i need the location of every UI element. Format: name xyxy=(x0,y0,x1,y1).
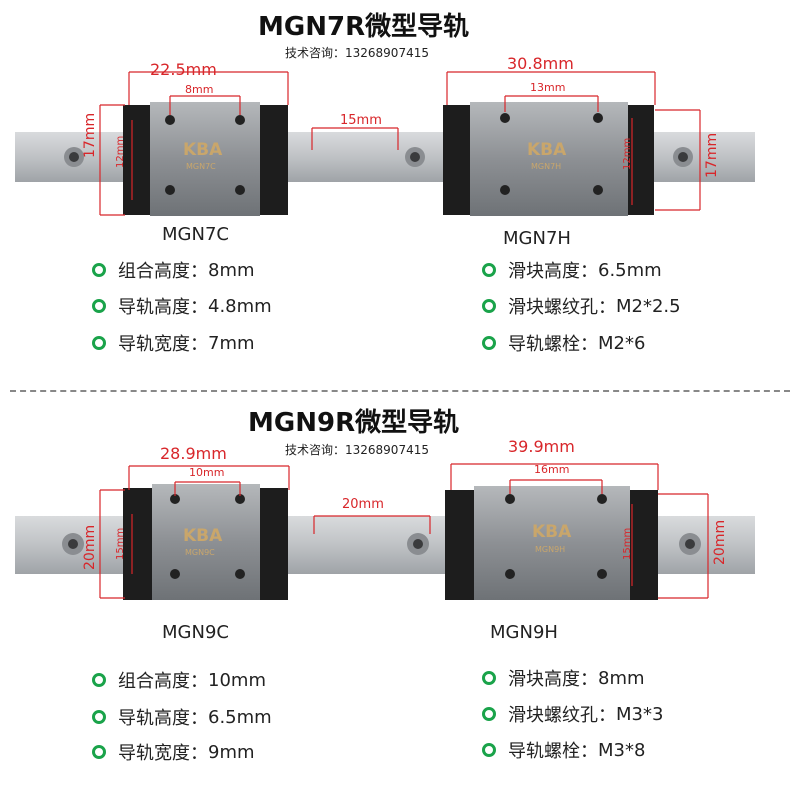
section-divider xyxy=(10,390,790,392)
spec-item: 组合高度：8mm xyxy=(92,257,255,283)
bullet-icon xyxy=(92,745,106,759)
dim-height-mgn7c: 17mm xyxy=(82,112,98,158)
block-mgn9h xyxy=(445,486,658,600)
rail-hole-icon xyxy=(673,147,693,167)
sub-label-mgn7c: MGN7C xyxy=(186,162,216,171)
dimension-lines xyxy=(99,463,709,599)
block-mgn7h xyxy=(443,102,654,216)
bullet-icon xyxy=(92,263,106,277)
model-label-mgn7c: MGN7C xyxy=(162,224,229,245)
sub-label-mgn9h: MGN9H xyxy=(535,545,566,554)
rail-hole-icon xyxy=(405,147,425,167)
spec-item: 导轨宽度：7mm xyxy=(92,330,255,356)
section-2-title: MGN9R微型导轨 xyxy=(248,408,460,438)
spec-item: 导轨高度：4.8mm xyxy=(92,293,272,319)
spec-item: 导轨螺栓：M3*8 xyxy=(482,737,645,763)
dim-pitch-mgn9: 20mm xyxy=(342,497,384,512)
brand-label-mgn7h: KBA xyxy=(527,140,567,160)
bullet-icon xyxy=(92,673,106,687)
bullet-icon xyxy=(482,743,496,757)
dim-height-mgn9c: 20mm xyxy=(82,524,98,570)
brand-label-mgn9h: KBA xyxy=(532,522,572,542)
sub-label-mgn7h: MGN7H xyxy=(531,162,562,171)
dim-height-mgn7h: 17mm xyxy=(704,132,720,178)
dim-hole-mgn7h: 13mm xyxy=(530,81,566,94)
block-mgn9c xyxy=(123,484,288,600)
spec-item: 导轨宽度：9mm xyxy=(92,739,255,765)
model-label-mgn9h: MGN9H xyxy=(490,622,558,643)
block-mgn7c xyxy=(123,102,288,216)
bullet-icon xyxy=(92,299,106,313)
rail-hole-icon xyxy=(407,533,429,555)
dim-hole-mgn9h: 16mm xyxy=(534,463,570,476)
spec-item: 滑块高度：6.5mm xyxy=(482,257,662,283)
brand-label-mgn9c: KBA xyxy=(183,526,223,546)
spec-item: 滑块螺纹孔：M3*3 xyxy=(482,701,663,727)
spec-item: 滑块螺纹孔：M2*2.5 xyxy=(482,293,681,319)
dim-height-mgn9h: 20mm xyxy=(712,519,728,565)
bullet-icon xyxy=(482,707,496,721)
bullet-icon xyxy=(482,299,496,313)
dim-width-mgn7c: 22.5mm xyxy=(150,60,217,79)
dim-width-mgn7h: 30.8mm xyxy=(507,54,574,73)
dim-inner-mgn9c: 15mm xyxy=(115,527,126,560)
brand-label-mgn7c: KBA xyxy=(183,140,223,160)
dim-inner-mgn9h: 15mm xyxy=(622,527,633,560)
section-2-contact: 技术咨询：13268907415 xyxy=(285,443,429,457)
rail-hole-icon xyxy=(64,147,84,167)
dim-hole-mgn9c: 10mm xyxy=(189,466,225,479)
dim-pitch-mgn7: 15mm xyxy=(340,113,382,128)
bullet-icon xyxy=(482,263,496,277)
dimension-lines xyxy=(99,71,701,216)
dim-inner-mgn7h: 12mm xyxy=(622,137,633,170)
spec-item: 导轨螺栓：M2*6 xyxy=(482,330,645,356)
model-label-mgn9c: MGN9C xyxy=(162,622,229,643)
section-1-diagram xyxy=(15,71,755,216)
dim-inner-mgn7c: 12mm xyxy=(115,135,126,168)
bullet-icon xyxy=(92,336,106,350)
bullet-icon xyxy=(482,336,496,350)
model-label-mgn7h: MGN7H xyxy=(503,228,571,249)
spec-item: 滑块高度：8mm xyxy=(482,665,645,691)
dim-width-mgn9h: 39.9mm xyxy=(508,437,575,456)
dim-width-mgn9c: 28.9mm xyxy=(160,444,227,463)
section-2-diagram xyxy=(15,463,755,600)
bullet-icon xyxy=(92,710,106,724)
section-1-title: MGN7R微型导轨 xyxy=(258,12,470,42)
section-1-contact: 技术咨询：13268907415 xyxy=(285,46,429,60)
rail-hole-icon xyxy=(62,533,84,555)
dim-hole-mgn7c: 8mm xyxy=(185,83,214,96)
spec-item: 导轨高度：6.5mm xyxy=(92,704,272,730)
rail-hole-icon xyxy=(679,533,701,555)
sub-label-mgn9c: MGN9C xyxy=(185,548,215,557)
spec-item: 组合高度：10mm xyxy=(92,667,266,693)
bullet-icon xyxy=(482,671,496,685)
